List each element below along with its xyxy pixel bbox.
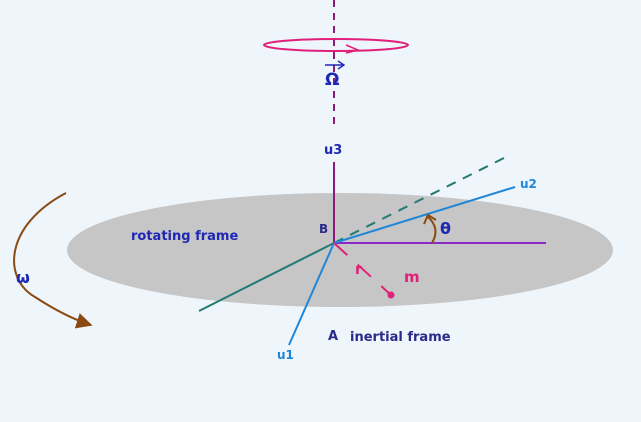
point-a-label: A — [328, 329, 338, 344]
rotation-ring — [263, 38, 409, 52]
u1-label: u1 — [277, 348, 294, 362]
rotation-ring-arrow-icon — [345, 44, 361, 54]
omega-small-label: ω — [16, 268, 30, 287]
radius-vector — [333, 242, 392, 296]
rotating-axis-dashed — [333, 155, 509, 244]
u1-axis — [288, 242, 335, 346]
rotating-frame-label: rotating frame — [131, 229, 238, 244]
mass-point — [387, 291, 395, 299]
origin-b-label: B — [319, 222, 328, 236]
omega-vector-arrowhead-icon — [337, 60, 346, 70]
theta-label: θ — [440, 219, 451, 238]
r-label: r — [355, 262, 362, 278]
theta-arc — [426, 215, 437, 244]
inertial-frame-label: inertial frame — [350, 330, 451, 345]
omega-big-label: Ω — [325, 70, 339, 90]
rotating-disk — [67, 193, 613, 307]
u2-label: u2 — [520, 177, 537, 191]
omega-rotation-arc — [13, 192, 93, 329]
u3-label: u3 — [324, 143, 342, 158]
mass-label: m — [404, 268, 420, 286]
theta-arc-arrowhead-icon — [423, 213, 437, 225]
u2-axis — [333, 186, 516, 244]
rotating-axis — [198, 242, 335, 312]
